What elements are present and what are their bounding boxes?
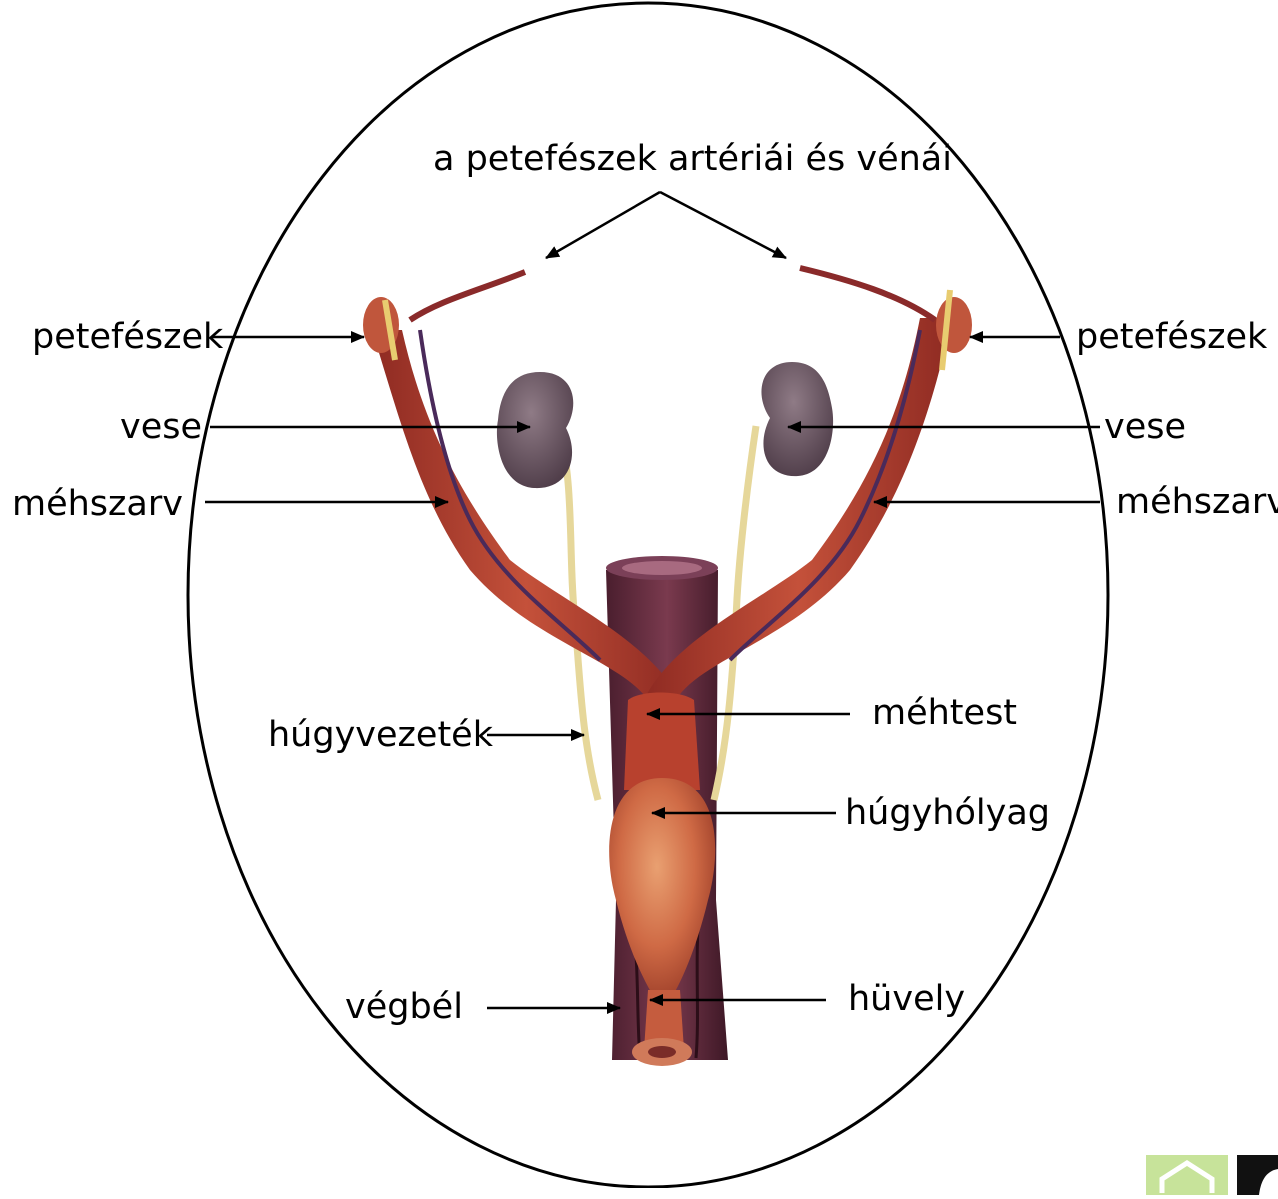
- label-uterine-body: méhtest: [872, 696, 1017, 731]
- ovaries-illustration: [363, 290, 972, 370]
- label-kidney-right: vese: [1104, 410, 1186, 445]
- back-button[interactable]: [1237, 1155, 1278, 1195]
- label-uterine-horn-right: méhszarv: [1116, 485, 1278, 520]
- label-ovarian-vessels: a petefészek artériái és vénái: [433, 142, 952, 177]
- label-ureter: húgyvezeték: [268, 718, 493, 753]
- label-ovary-right: petefészek: [1076, 320, 1267, 355]
- home-button[interactable]: [1146, 1155, 1228, 1195]
- kidneys-illustration: [497, 362, 833, 488]
- label-kidney-left: vese: [120, 410, 202, 445]
- label-vagina: hüvely: [848, 982, 965, 1017]
- label-ovary-left: petefészek: [32, 320, 223, 355]
- label-rectum: végbél: [345, 990, 463, 1025]
- back-icon: [1237, 1155, 1278, 1195]
- label-bladder: húgyhólyag: [845, 796, 1050, 831]
- home-icon: [1146, 1155, 1228, 1195]
- label-uterine-horn-left: méhszarv: [12, 487, 183, 522]
- uterine-body-illustration: [624, 693, 700, 791]
